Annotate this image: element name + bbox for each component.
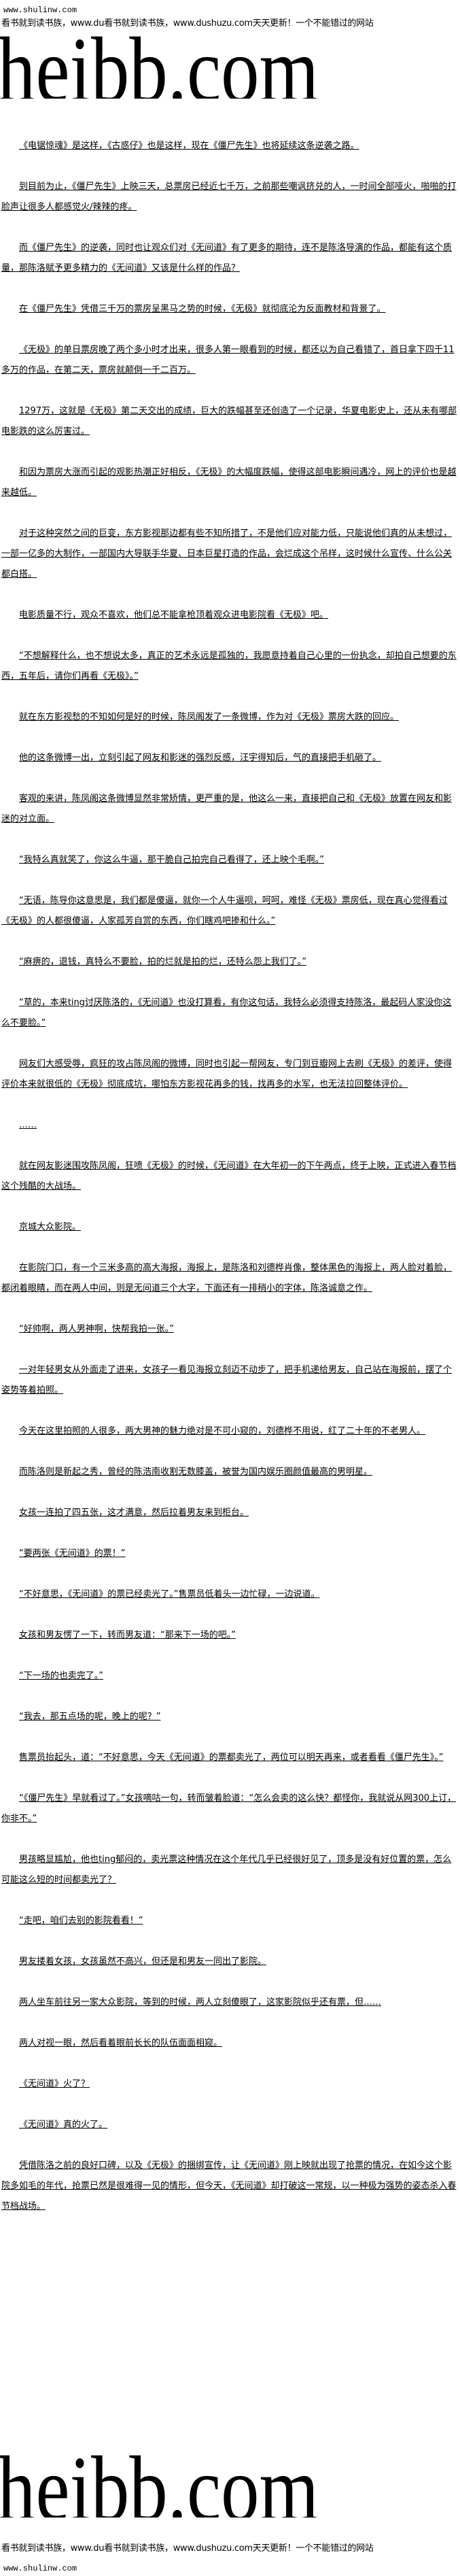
paragraph: “不好意思，《无间道》的票已经卖光了。”售票员低着头一边忙碌，一边说道。 <box>19 1589 320 1599</box>
paragraph: 1297万，这就是《无极》第二天交出的成绩，巨大的跌幅甚至还创造了一个记录，华夏… <box>1 406 457 437</box>
paragraph: “要两张《无间道》的票！” <box>19 1548 126 1559</box>
paragraph: “麻痹的，退钱，真特么不要脸，拍的烂就是拍的烂，还特么怨上我们了。” <box>19 957 306 967</box>
paragraph: 一对年轻男女从外面走了进来，女孩子一看见海报立刻迈不动步了，把手机递给男友，自己… <box>1 1365 453 1395</box>
paragraph: “下一场的也卖完了。” <box>19 1671 103 1681</box>
paragraph: “走吧，咱们去别的影院看看！” <box>19 1916 143 1926</box>
paragraph: …… <box>19 1120 37 1130</box>
paragraph: 而《僵尸先生》的逆袭，同时也让观众们对《无间道》有了更多的期待，连不是陈洛导演的… <box>1 243 453 273</box>
paragraph: 在《僵尸先生》凭借三千万的票房呈黑马之势的时候，《无极》就彻底沦为反面教材和背景… <box>19 304 386 314</box>
paragraph: 他的这条微博一出，立刻引起了网友和影迷的强烈反感，汪宇得知后，气的直接把手机砸了… <box>19 753 382 763</box>
bottom-logo-watermark: heibb.com <box>0 2451 457 2518</box>
paragraph: 电影质量不行，观众不喜欢，他们总不能拿枪顶着观众进电影院看《无极》吧。 <box>19 610 329 620</box>
paragraph: 客观的来讲，陈凤阁这条微博显然非常矫情，更严重的是，他这么一来，直接把自己和《无… <box>1 794 453 824</box>
paragraph: “不想解释什么，也不想说太多，真正的艺术永远是孤独的，我愿意持着自己心里的一份执… <box>1 651 457 681</box>
paragraph: 《无间道》真的火了。 <box>19 2120 108 2130</box>
chapter-body: 《电锯惊魂》是这样，《古惑仔》也是这样，现在《僵尸先生》也将延续这条逆袭之路。到… <box>0 136 460 2237</box>
paragraph: 两人对视一眼，然后看着眼前长长的队伍面面相窥。 <box>19 2038 223 2048</box>
bottom-site-url: www.shulinw.com <box>3 2564 77 2573</box>
paragraph: 在影院门口，有一个三米多高的高大海报，海报上，是陈洛和刘德桦肖像，整体黑色的海报… <box>1 1263 453 1293</box>
paragraph: 《无间道》火了？ <box>19 2079 90 2089</box>
top-slogan: 看书就到读书族，www.du看书就到读书族，www.dushuzu.com天天更… <box>1 18 374 29</box>
logo-text: heibb.com <box>0 2451 319 2518</box>
paragraph: “我去，那五点场的呢，晚上的呢？” <box>19 1712 161 1722</box>
paragraph: “好帅啊，两人男神啊，快帮我拍一张。” <box>19 1324 174 1334</box>
top-logo-watermark: heibb.com <box>0 32 457 99</box>
paragraph: 男友搂着女孩，女孩虽然不高兴，但还是和男友一同出了影院。 <box>19 1956 267 1967</box>
paragraph: 两人坐车前往另一家大众影院，等到的时候，两人立刻傻眼了，这家影院似乎还有票，但…… <box>19 1997 382 2007</box>
paragraph: 就在网友影迷围攻陈凤阁，狂喷《无极》的时候，《无间道》在大年初一的下午两点，终于… <box>1 1161 457 1191</box>
paragraph: “我特么真就笑了，你这么牛逼，那干脆自己拍完自己看得了，还上映个毛啊。” <box>19 855 324 865</box>
paragraph: “草的，本来ting讨厌陈洛的，《无间道》也没打算看，有你这句话，我特么必须得支… <box>1 998 452 1028</box>
logo-text: heibb.com <box>0 32 319 99</box>
paragraph: “《僵尸先生》早就看过了。”女孩嘀咕一句，转而皱着脸道：“怎么会卖的这么快？都怪… <box>1 1793 457 1824</box>
paragraph: 和因为票房大涨而引起的观影热潮正好相反，《无极》的大幅度跌幅，使得这部电影瞬间遇… <box>1 467 457 498</box>
paragraph: 女孩和男友愣了一下，转而男友道：“那来下一场的吧。” <box>19 1630 236 1640</box>
paragraph: 女孩一连拍了四五张，这才满意，然后拉着男友来到柜台。 <box>19 1508 249 1518</box>
paragraph: 《无极》的单日票房晚了两个多小时才出来，很多人第一眼看到的时候，都还以为自己看错… <box>1 345 455 375</box>
top-site-url: www.shulinw.com <box>3 5 77 15</box>
bottom-slogan: 看书就到读书族，www.du看书就到读书族，www.dushuzu.com天天更… <box>1 2543 374 2554</box>
paragraph: 凭借陈洛之前的良好口碑，以及《无极》的捆绑宣传，让《无间道》刚上映就出现了抢票的… <box>1 2160 457 2211</box>
paragraph: 京城大众影院。 <box>19 1222 82 1232</box>
paragraph: 今天在这里拍照的人很多，两大男神的魅力绝对是不可小窥的，刘德桦不用说，红了二十年… <box>19 1426 426 1436</box>
paragraph: 网友们大感受辱，疯狂的攻占陈凤阁的微博，同时也引起一帮网友，专门到豆瓣网上去刷《… <box>1 1059 453 1089</box>
paragraph: “无语，陈导你这意思是，我们都是傻逼，就你一个人牛逼呗，呵呵，难怪《无极》票房低… <box>1 896 448 926</box>
paragraph: 到目前为止，《僵尸先生》上映三天，总票房已经近七千万，之前那些嘲讽挤兑的人，一时… <box>1 182 457 212</box>
paragraph: 男孩略显尴尬，他也ting郁闷的，卖光票这种情况在这个年代几乎已经很好见了，顶多… <box>1 1854 452 1885</box>
paragraph: 就在东方影视愁的不知如何是好的时候，陈凤阁发了一条微博，作为对《无极》票房大跌的… <box>19 712 400 722</box>
paragraph: 售票员抬起头，道：“不好意思，今天《无间道》的票都卖光了，两位可以明天再来，或者… <box>19 1752 444 1763</box>
paragraph: 《电锯惊魂》是这样，《古惑仔》也是这样，现在《僵尸先生》也将延续这条逆袭之路。 <box>19 141 359 151</box>
paragraph: 对于这种突然之间的巨变，东方影视那边都有些不知所措了，不是他们应对能力低，只能说… <box>1 528 453 579</box>
paragraph: 而陈洛则是新起之秀，曾经的陈浩南收割无数膝盖，被誉为国内娱乐圈颜值最高的男明星。 <box>19 1467 373 1477</box>
